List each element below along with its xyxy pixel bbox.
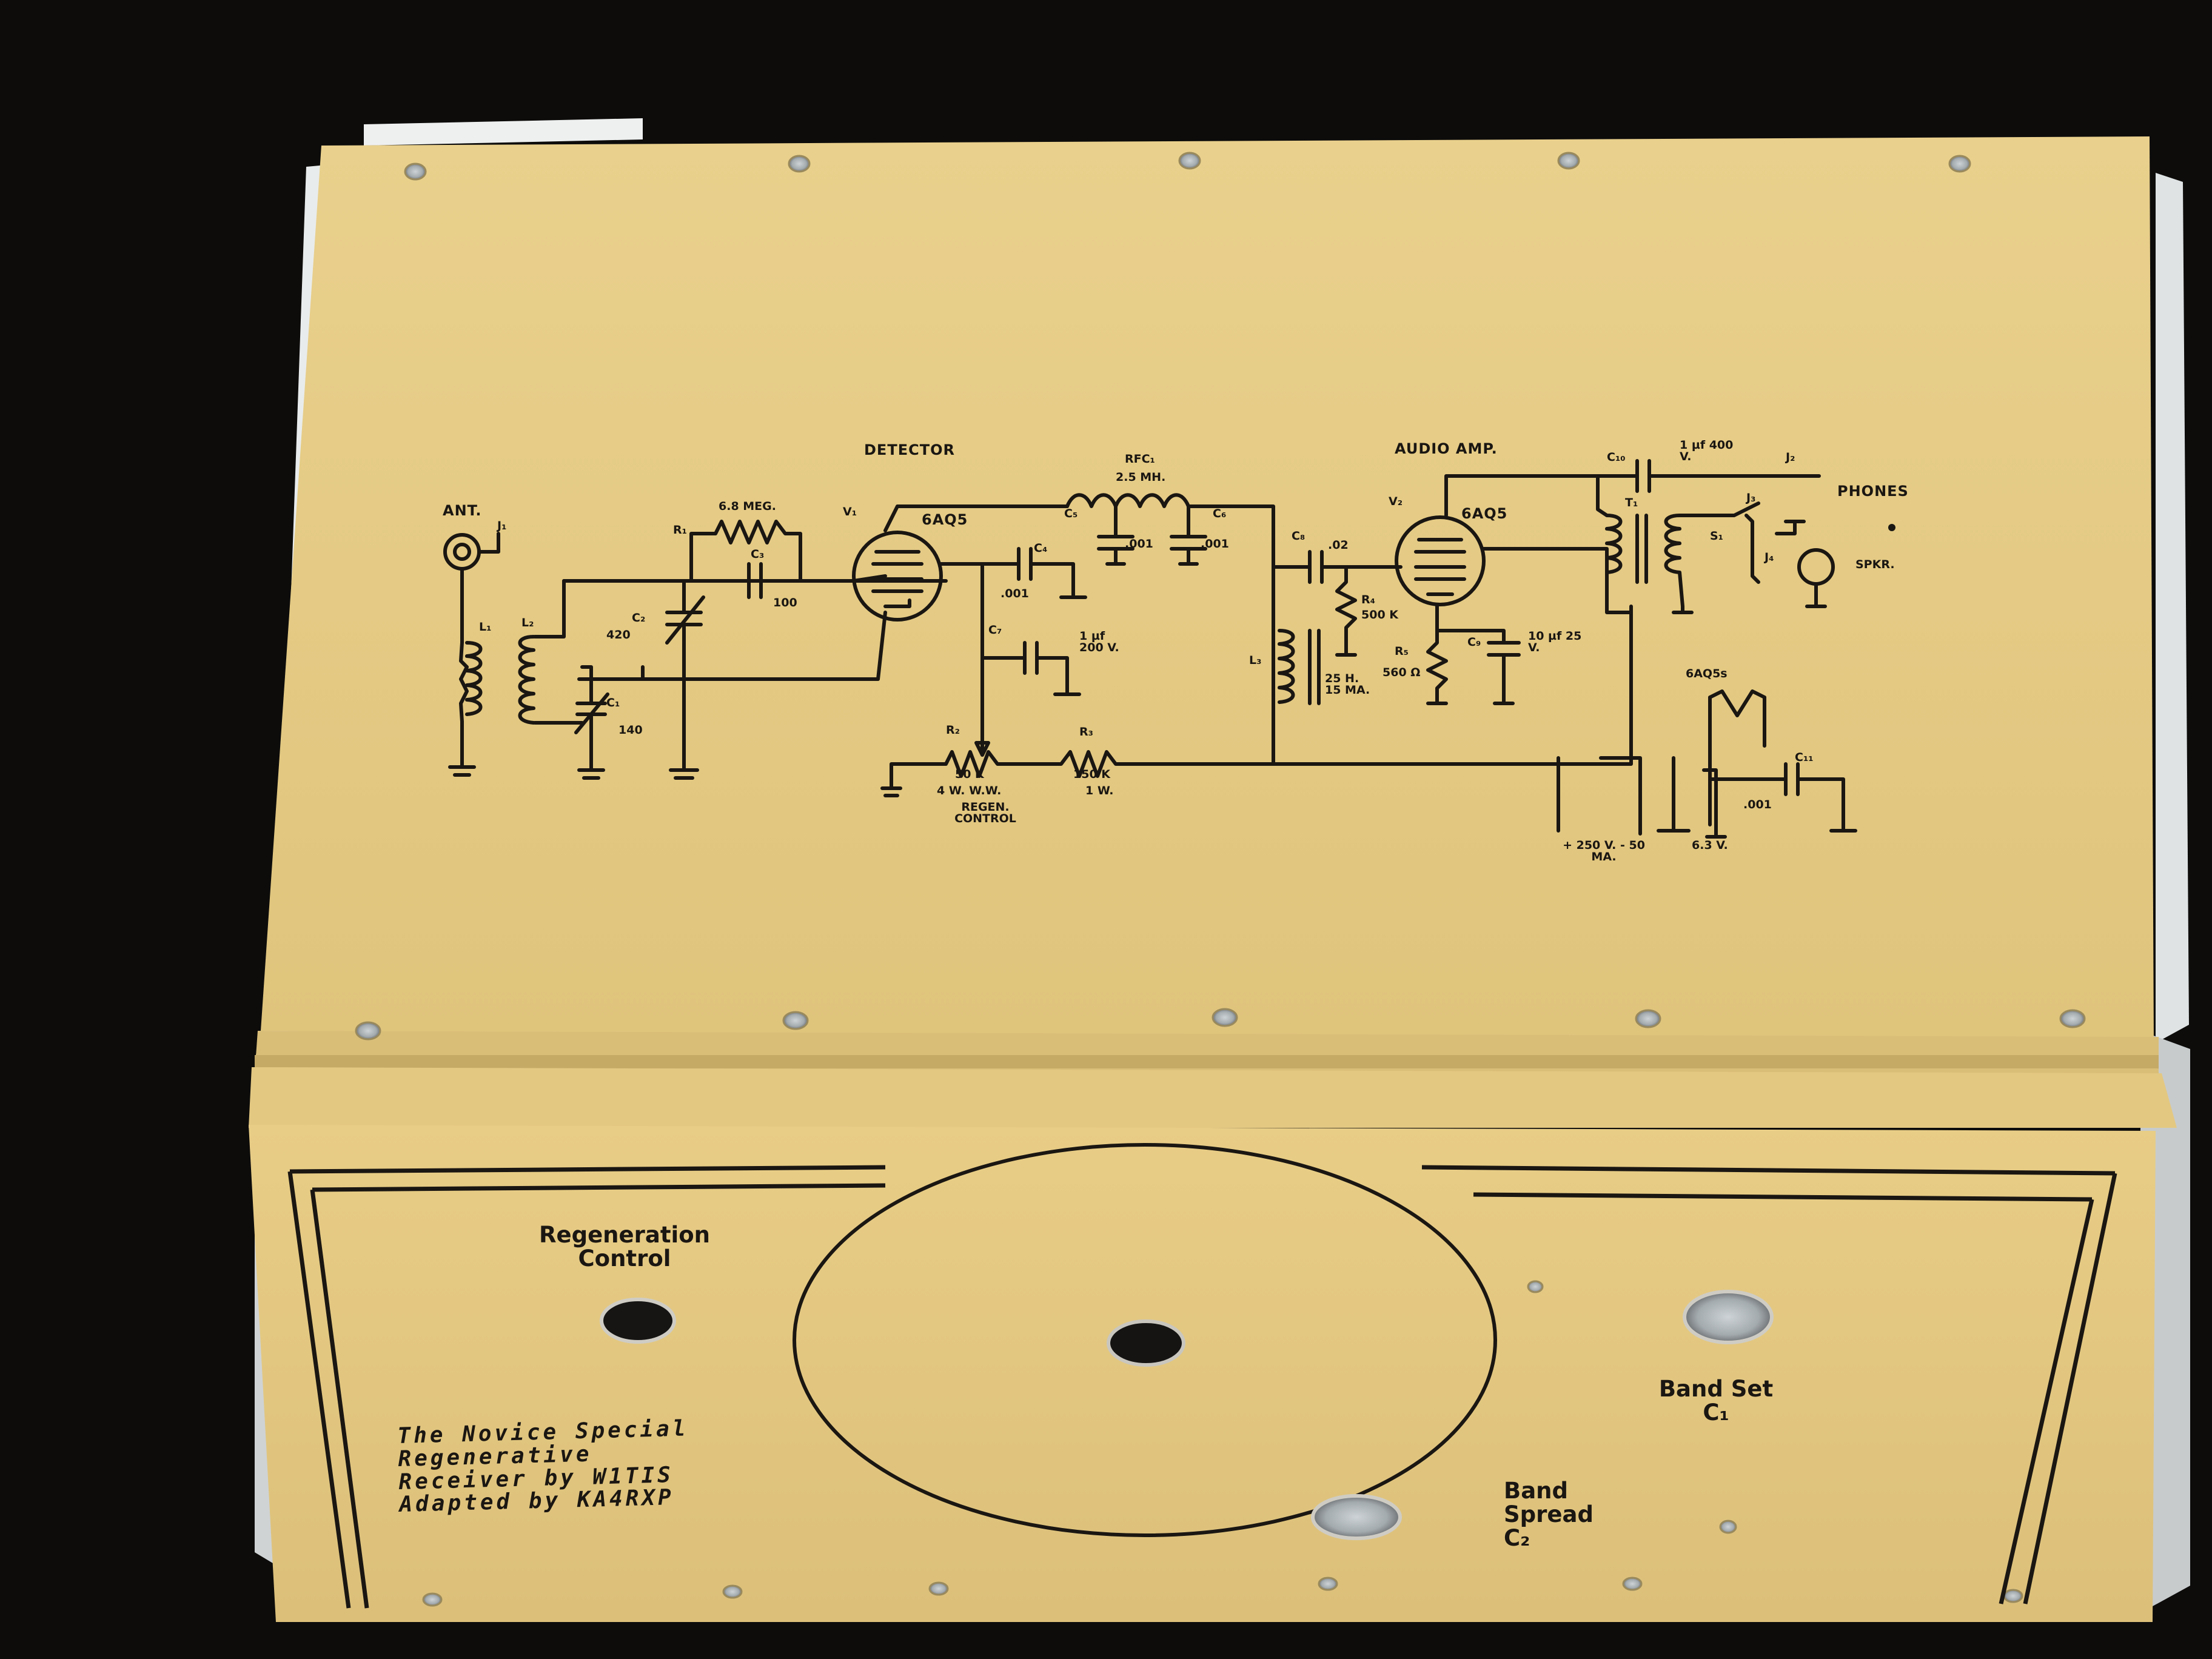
c3-value: 100 (773, 596, 797, 609)
heater-tubes-label: 6AQ5s (1686, 667, 1728, 680)
schematic-diagram (443, 459, 1857, 839)
c1-label: C₁ (606, 696, 620, 709)
l2-label: L₂ (521, 616, 534, 629)
c8-label: C₈ (1292, 529, 1305, 543)
r2-value: 50 K (955, 768, 984, 781)
c2-value: 420 (606, 628, 631, 642)
band-set-label-line-1: Band Set (1658, 1376, 1774, 1402)
c9-value: 10 µf 25 V. (1528, 629, 1582, 654)
r3-label: R₃ (1079, 725, 1093, 739)
band-spread-label: Band Spread C₂ (1504, 1478, 1594, 1551)
c9-label: C₉ (1467, 635, 1481, 649)
c1-value: 140 (618, 723, 643, 737)
v2-label: V₂ (1389, 495, 1403, 508)
l3-label: L₃ (1249, 654, 1262, 667)
b-plus-label: + 250 V. - 50 MA. (1563, 839, 1645, 863)
c8-value: .02 (1328, 538, 1349, 552)
j1-label: J₁ (497, 519, 507, 532)
j4-label: J₄ (1765, 551, 1774, 564)
speaker-ring (793, 1143, 1497, 1537)
r3-value: 150 K (1073, 768, 1110, 781)
ant-label: ANT. (443, 502, 482, 519)
credits-block: The Novice Special Regenerative Receiver… (397, 1416, 691, 1517)
c11-label: C₁₁ (1795, 751, 1814, 764)
r1-value: 6.8 MEG. (719, 500, 776, 513)
r4-value: 500 K (1361, 608, 1398, 622)
v1-label: V₁ (843, 505, 857, 518)
heater-supply-label: 6.3 V. (1692, 839, 1728, 852)
regeneration-control-hole (600, 1298, 676, 1344)
c7-label: C₇ (988, 623, 1002, 637)
j2-label: J₂ (1786, 451, 1795, 464)
c10-value: 1 µf 400 V. (1680, 438, 1734, 463)
rfc1-value: 2.5 MH. (1116, 471, 1166, 484)
band-set-label: Band Set C₁ (1601, 1376, 1831, 1426)
r5-label: R₅ (1395, 645, 1409, 658)
r5-value: 560 Ω (1382, 666, 1421, 679)
r4-label: R₄ (1361, 593, 1375, 606)
c5-value: .001 (1125, 537, 1153, 551)
band-spread-label-line-3: C₂ (1504, 1524, 1530, 1551)
c6-value: .001 (1201, 537, 1229, 551)
regen-control-label: REGEN. CONTROL (954, 800, 1016, 825)
rfc1-label: RFC₁ (1125, 452, 1155, 466)
chassis-front-panel (249, 1125, 2156, 1622)
audio-amp-label: AUDIO AMP. (1395, 440, 1498, 457)
band-set-hole (1683, 1290, 1774, 1344)
c4-label: C₄ (1034, 541, 1048, 555)
chassis-top-panel (249, 136, 2177, 1128)
c11-value: .001 (1743, 798, 1772, 811)
spkr-label: SPKR. (1855, 558, 1895, 571)
regeneration-label-line-1: Regeneration (539, 1222, 710, 1248)
c6-label: C₆ (1213, 507, 1227, 520)
panel-screw-dot (1888, 524, 1895, 531)
j3-label: J₃ (1746, 491, 1756, 504)
c2-label: C₂ (632, 611, 646, 625)
front-panel-border (287, 1165, 2117, 1609)
c3-label: C₃ (751, 548, 765, 561)
c5-label: C₅ (1064, 507, 1078, 520)
band-spread-hole (1311, 1494, 1402, 1540)
regeneration-label-line-2: Control (578, 1245, 671, 1272)
band-spread-label-line-2: Spread (1504, 1501, 1594, 1527)
c7-value: 1 µf 200 V. (1079, 629, 1119, 654)
regeneration-control-label: Regeneration Control (503, 1222, 746, 1272)
band-set-label-line-2: C₁ (1703, 1399, 1729, 1426)
r1-label: R₁ (673, 523, 687, 537)
r3-rating: 1 W. (1085, 784, 1114, 797)
t1-label: T₁ (1625, 496, 1638, 509)
l1-label: L₁ (479, 620, 492, 634)
r2-label: R₂ (946, 723, 960, 737)
l3-value: 25 H. 15 MA. (1325, 672, 1370, 697)
phones-label: PHONES (1837, 483, 1909, 500)
c4-value: .001 (1000, 587, 1029, 600)
detector-label: DETECTOR (864, 441, 955, 458)
mounting-holes (355, 152, 2086, 1607)
v2-tube-label: 6AQ5 (1461, 505, 1508, 522)
band-spread-label-line-1: Band (1504, 1478, 1568, 1504)
r2-rating: 4 W. W.W. (937, 784, 1002, 797)
c10-label: C₁₀ (1607, 451, 1626, 464)
v1-tube-label: 6AQ5 (922, 511, 968, 528)
center-hole (1107, 1319, 1185, 1367)
s1-label: S₁ (1710, 529, 1724, 543)
